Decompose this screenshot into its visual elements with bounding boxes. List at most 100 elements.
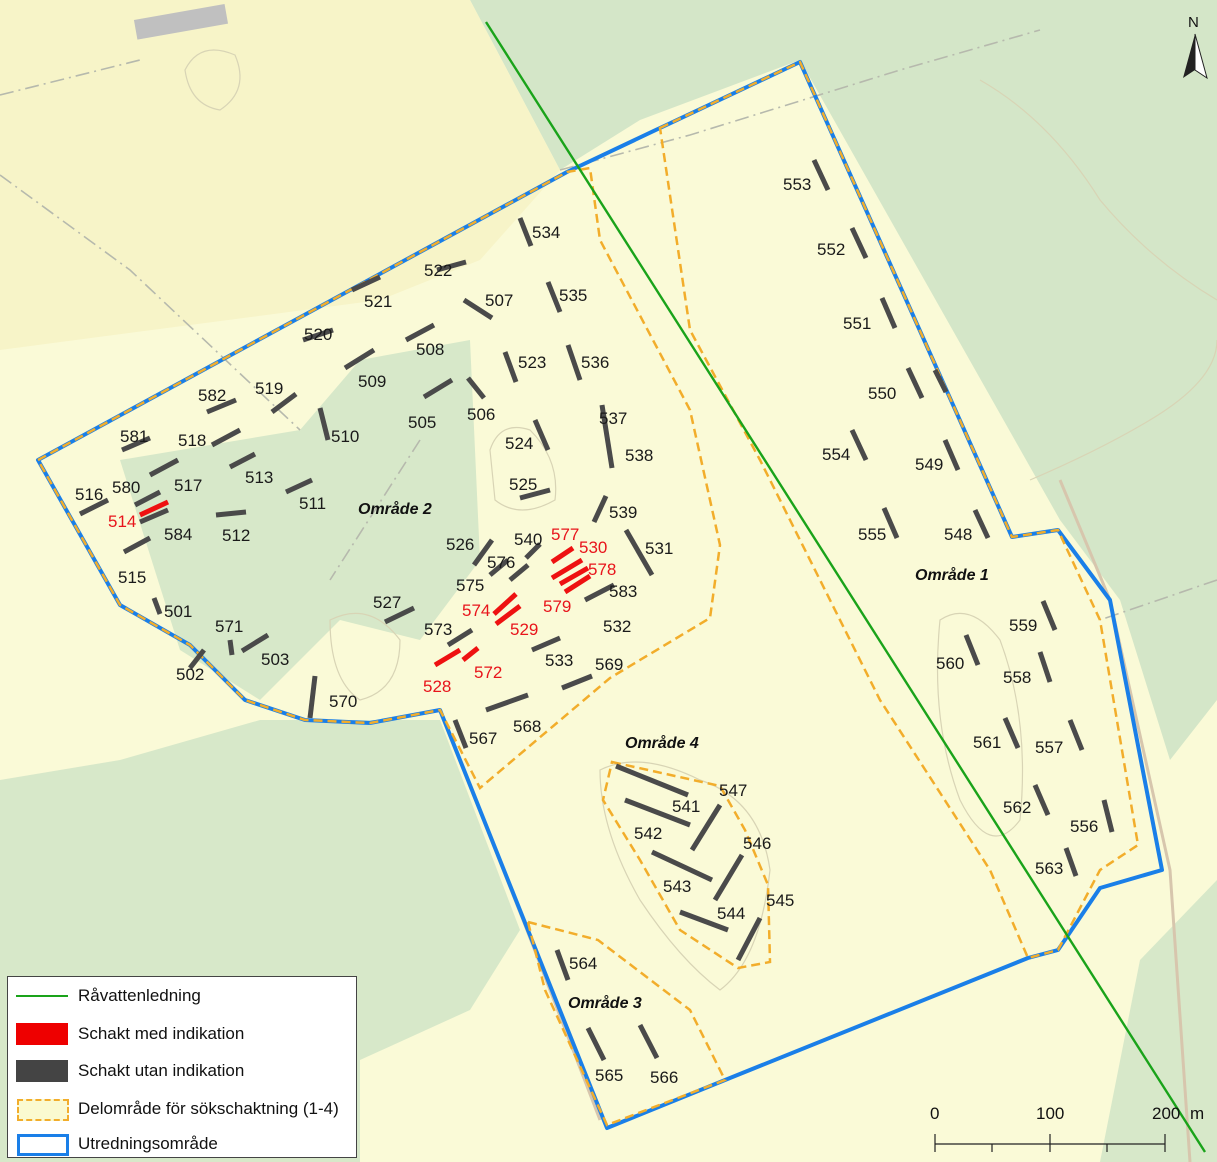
trench-label: 547 [719, 781, 747, 800]
legend-label: Råvattenledning [78, 986, 201, 1005]
trench-label: 542 [634, 824, 662, 843]
trench-label: 577 [551, 525, 579, 544]
area-label-2: Område 2 [358, 500, 432, 518]
trench-label: 520 [304, 325, 332, 344]
trench-label: 521 [364, 292, 392, 311]
trench-label: 558 [1003, 668, 1031, 687]
water-pipe-line [484, 21, 1207, 1153]
trench-label: 512 [222, 526, 250, 545]
trench-label: 571 [215, 617, 243, 636]
sub-area-4 [601, 760, 772, 970]
trench-label: 519 [255, 379, 283, 398]
legend-item-trench-with-indication: Schakt med indikation [16, 1019, 244, 1049]
trench-label: 545 [766, 891, 794, 910]
area-label-4: Område 4 [625, 734, 699, 752]
trench-label: 575 [456, 576, 484, 595]
green-line-icon [16, 985, 68, 1007]
trench-label: 565 [595, 1066, 623, 1085]
legend-label: Utredningsområde [78, 1134, 218, 1153]
trench-label: 544 [717, 904, 745, 923]
trench-labels-red: 514 577 530 578 574 529 579 528 572 [108, 512, 616, 696]
trench-label: 535 [559, 286, 587, 305]
legend-item-water-pipe: Råvattenledning [16, 981, 201, 1011]
trench-label: 541 [672, 797, 700, 816]
scale-bar-graphic [934, 1134, 1166, 1152]
legend-label: Schakt utan indikation [78, 1061, 245, 1080]
north-arrow-graphic [1183, 33, 1208, 80]
trench-label: 559 [1009, 616, 1037, 635]
area-label-3: Område 3 [568, 994, 642, 1012]
area-label-1: Område 1 [915, 566, 989, 584]
trench-label: 539 [609, 503, 637, 522]
legend-item-investigation-area: Utredningsområde [16, 1129, 218, 1159]
legend-label: Schakt med indikation [78, 1024, 245, 1043]
sub-area-2 [36, 166, 722, 790]
trench-label: 515 [118, 568, 146, 587]
trench-labels-dark: 501 502 503 505 506 507 508 509 510 511 … [75, 175, 1098, 1087]
north-arrow: N [1180, 14, 1210, 84]
trench-label: 550 [868, 384, 896, 403]
forest-area-north [470, 0, 1217, 760]
scale-bar: 0 100 200 m [930, 1104, 1215, 1162]
trench-label: 507 [485, 291, 513, 310]
trench-label: 579 [543, 597, 571, 616]
legend-label: Delområde för sökschaktning (1-4) [78, 1099, 339, 1118]
trench-label: 560 [936, 654, 964, 673]
trench-label: 506 [467, 405, 495, 424]
north-label: N [1188, 14, 1199, 31]
road-east [1058, 479, 1192, 1162]
trench-label: 580 [112, 478, 140, 497]
sub-area-3 [526, 920, 727, 1127]
trench-label: 525 [509, 475, 537, 494]
trench-label: 522 [424, 261, 452, 280]
trench-label: 536 [581, 353, 609, 372]
trench-label: 514 [108, 512, 136, 531]
trench-label: 562 [1003, 798, 1031, 817]
trench-label: 531 [645, 539, 673, 558]
trench-label: 527 [373, 593, 401, 612]
open-field-northwest [0, 0, 560, 350]
red-rect-icon [16, 1023, 68, 1045]
trench-label: 563 [1035, 859, 1063, 878]
trenches-with-indication [138, 499, 592, 668]
trench-label: 503 [261, 650, 289, 669]
trench-label: 566 [650, 1068, 678, 1087]
property-lines [0, 29, 1217, 621]
trench-label: 517 [174, 476, 202, 495]
scale-tick-200: 200 [1152, 1104, 1181, 1123]
trench-label: 516 [75, 485, 103, 504]
trench-label: 581 [120, 427, 148, 446]
contour-lines [184, 49, 1217, 991]
trench-label: 561 [973, 733, 1001, 752]
trench-label: 501 [164, 602, 192, 621]
scale-tick-0: 0 [930, 1104, 940, 1123]
trench-label: 582 [198, 386, 226, 405]
trench-label: 513 [245, 468, 273, 487]
trench-label: 529 [510, 620, 538, 639]
scale-unit: m [1190, 1104, 1205, 1123]
trench-label: 537 [599, 409, 627, 428]
trench-label: 505 [408, 413, 436, 432]
forest-area-west [120, 340, 480, 700]
trench-label: 533 [545, 651, 573, 670]
trenches-without-indication [78, 158, 1115, 1062]
orange-dashed-rect-icon [16, 1098, 69, 1121]
trench-label: 556 [1070, 817, 1098, 836]
trench-label: 557 [1035, 738, 1063, 757]
trench-label: 567 [469, 729, 497, 748]
map-legend: Råvattenledning Schakt med indikation Sc… [7, 976, 357, 1158]
trench-label: 564 [569, 954, 597, 973]
dark-rect-icon [16, 1060, 68, 1082]
trench-label: 524 [505, 434, 533, 453]
trench-label: 534 [532, 223, 560, 242]
trench-label: 553 [783, 175, 811, 194]
trench-label: 555 [858, 525, 886, 544]
legend-item-sub-area: Delområde för sökschaktning (1-4) [16, 1094, 339, 1124]
trench-label: 584 [164, 525, 192, 544]
building [133, 3, 229, 40]
trench-label: 508 [416, 340, 444, 359]
legend-item-trench-without-indication: Schakt utan indikation [16, 1056, 244, 1086]
trench-label: 502 [176, 665, 204, 684]
trench-label: 532 [603, 617, 631, 636]
trench-label: 572 [474, 663, 502, 682]
